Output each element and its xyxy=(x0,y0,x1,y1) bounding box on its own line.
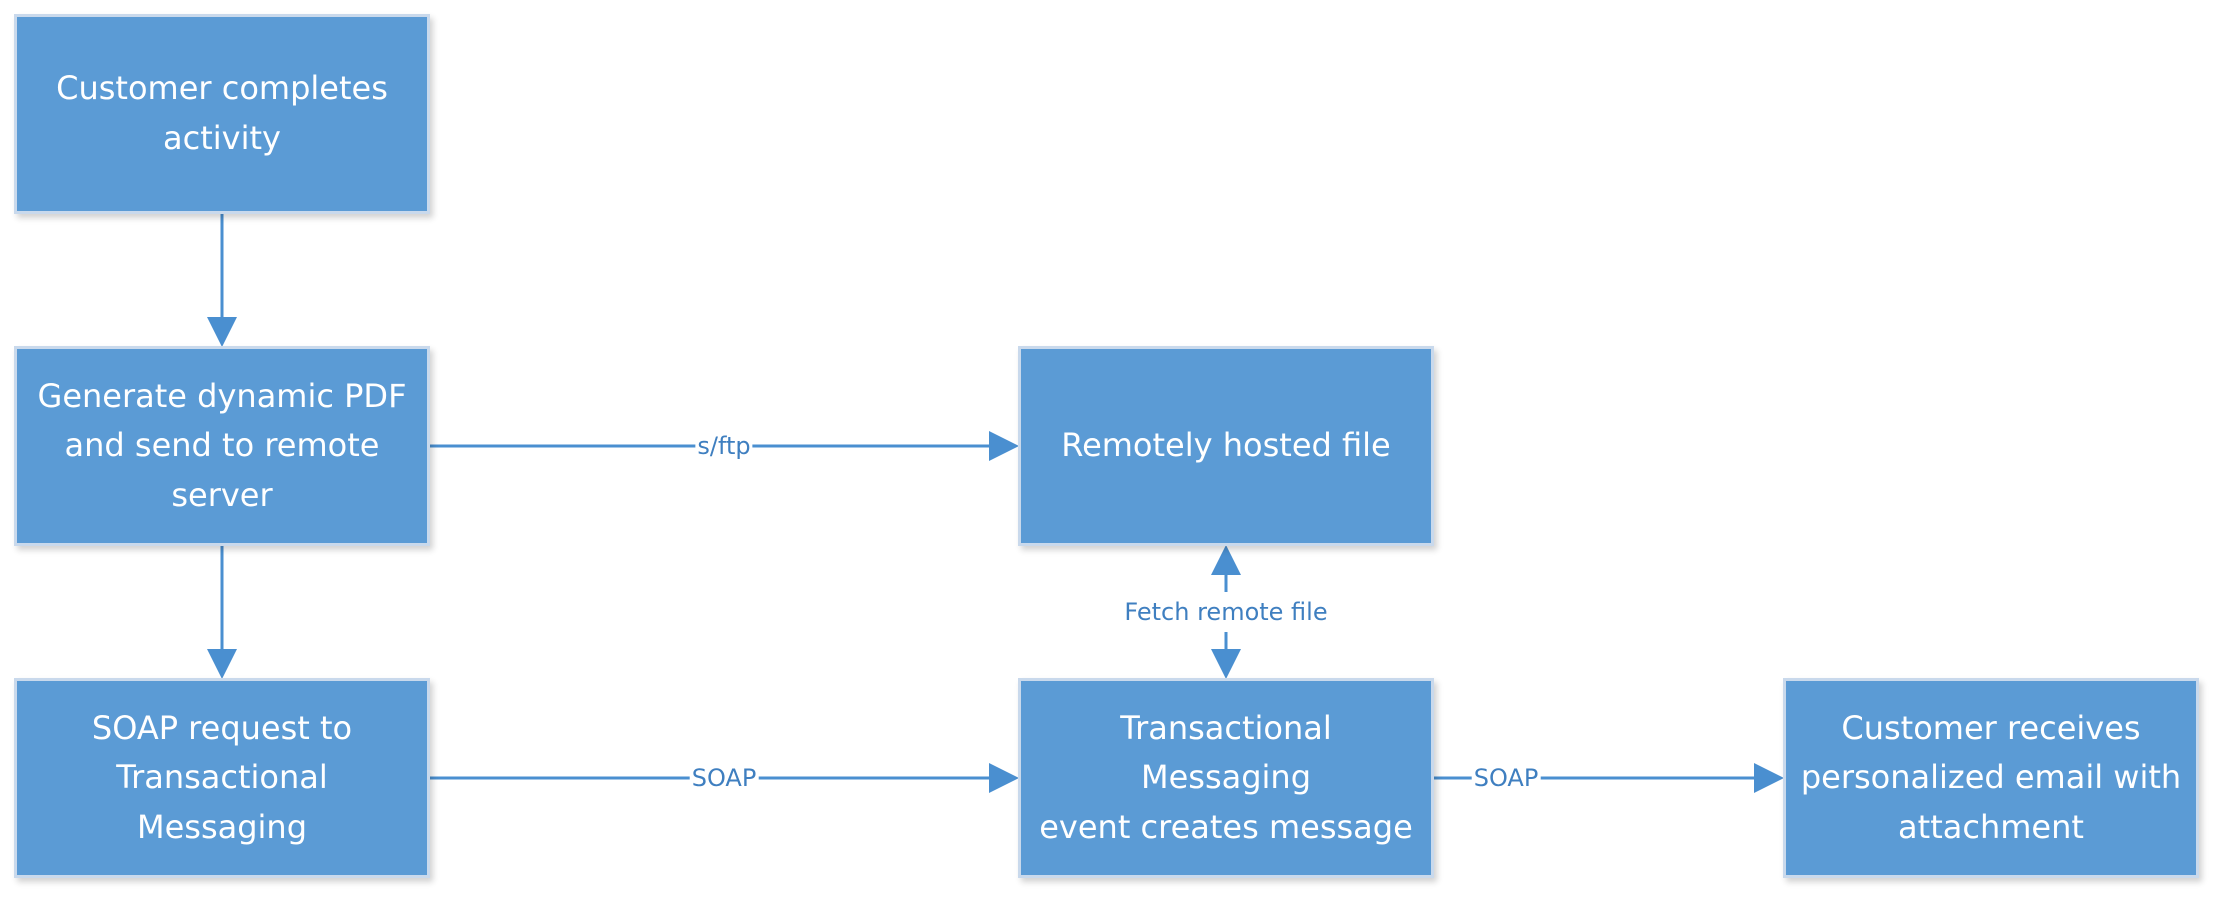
node-customer-receives-email: Customer receives personalized email wit… xyxy=(1783,678,2199,878)
node-generate-dynamic-pdf: Generate dynamic PDF and send to remote … xyxy=(14,346,430,546)
edge-label-fetch-remote-file: Fetch remote file xyxy=(1122,597,1330,627)
node-customer-completes-activity: Customer completes activity xyxy=(14,14,430,214)
node-label: SOAP request to Transactional Messaging xyxy=(91,708,353,846)
node-label: Customer receives personalized email wit… xyxy=(1800,708,2182,846)
edge-label-soap-delivery: SOAP xyxy=(1471,763,1541,793)
node-label: Remotely hosted file xyxy=(1061,426,1391,465)
node-label: Customer completes activity xyxy=(56,69,388,157)
node-remotely-hosted-file: Remotely hosted file xyxy=(1018,346,1434,546)
edge-label-sftp: s/ftp xyxy=(695,431,753,461)
node-label: Generate dynamic PDF and send to remote … xyxy=(37,376,407,514)
node-transactional-messaging-event: Transactional Messaging event creates me… xyxy=(1018,678,1434,878)
node-soap-request: SOAP request to Transactional Messaging xyxy=(14,678,430,878)
node-label: Transactional Messaging event creates me… xyxy=(1039,708,1413,846)
edge-label-soap-request: SOAP xyxy=(689,763,759,793)
